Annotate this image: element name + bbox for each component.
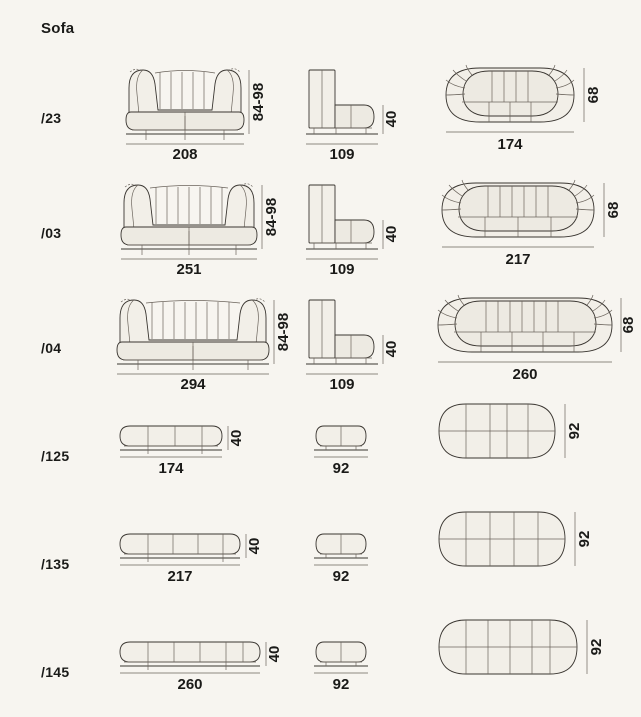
sofa-top-drawing [437, 294, 613, 353]
side-width-value: 109 [329, 376, 354, 393]
top-dimensions: 260 68 [438, 298, 637, 383]
row-code-label: /03 [41, 225, 62, 241]
side-height-value: 40 [383, 341, 400, 358]
side-elevation-view: 92 [296, 501, 426, 609]
side-elevation-view: 92 [296, 393, 426, 501]
side-elevation-view: 92 [296, 609, 426, 717]
top-dimensions: 92 [574, 512, 593, 566]
top-width-value: 260 [512, 366, 537, 383]
front-width-value: 260 [177, 676, 202, 693]
side-width-value: 92 [333, 460, 350, 477]
spec-row: /145 260 [0, 609, 641, 717]
sofa-top-drawing [445, 64, 575, 123]
front-width-value: 217 [167, 568, 192, 585]
pouf-top-drawing [438, 511, 566, 567]
sofa-top-drawing [441, 179, 595, 238]
top-plan-view: 174 68 [432, 48, 637, 163]
front-width-value: 174 [158, 460, 184, 477]
front-dimensions: 294 84-98 [117, 300, 292, 393]
top-depth-value: 68 [620, 317, 637, 334]
top-width-value: 174 [497, 136, 523, 153]
side-width-value: 92 [333, 568, 350, 585]
front-height-value: 40 [228, 430, 245, 447]
sofa-front-drawing [120, 183, 258, 255]
side-dimensions: 109 40 [306, 220, 400, 278]
sofa-front-drawing [125, 68, 245, 140]
front-width-value: 208 [172, 146, 197, 163]
pouf-side-drawing [314, 533, 368, 559]
side-width-value: 109 [329, 146, 354, 163]
sofa-side-drawing [306, 184, 378, 250]
top-depth-value: 68 [605, 202, 622, 219]
top-dimensions: 92 [586, 620, 605, 674]
top-dimensions: 92 [564, 404, 583, 458]
top-depth-value: 92 [566, 423, 583, 440]
front-dimensions: 260 40 [120, 642, 283, 693]
pouf-top-drawing [438, 619, 578, 675]
row-code-label: /135 [41, 556, 70, 572]
spec-table: /23 [0, 48, 641, 717]
front-dimensions: 208 84-98 [126, 70, 267, 163]
top-dimensions: 217 68 [442, 183, 622, 268]
top-plan-view: 92 [432, 501, 637, 609]
front-height-value: 84-98 [275, 313, 292, 351]
side-dimensions: 92 [314, 672, 368, 693]
side-dimensions: 92 [314, 564, 368, 585]
front-height-value: 84-98 [263, 198, 280, 236]
side-elevation-view: 109 40 [296, 48, 426, 163]
pouf-front-drawing [119, 533, 241, 562]
side-width-value: 109 [329, 261, 354, 278]
row-code-label: /145 [41, 664, 70, 680]
top-depth-value: 68 [585, 87, 602, 104]
sofa-side-drawing [306, 299, 378, 365]
spec-row: /04 [0, 278, 641, 393]
front-height-value: 84-98 [250, 83, 267, 121]
front-elevation-view: 217 40 [112, 501, 292, 609]
side-elevation-view: 109 40 [296, 163, 426, 278]
front-dimensions: 217 40 [120, 534, 263, 585]
pouf-side-drawing [314, 641, 368, 667]
top-dimensions: 174 68 [446, 68, 602, 153]
side-width-value: 92 [333, 676, 350, 693]
top-plan-view: 260 68 [432, 278, 637, 393]
front-elevation-view: 260 40 [112, 609, 292, 717]
front-elevation-view: 251 84-98 [112, 163, 292, 278]
side-dimensions: 109 40 [306, 335, 400, 393]
front-width-value: 251 [176, 261, 201, 278]
row-code-label: /125 [41, 448, 70, 464]
front-dimensions: 174 40 [120, 426, 245, 477]
top-width-value: 217 [505, 251, 530, 268]
front-elevation-view: 174 40 [112, 393, 292, 501]
front-height-value: 40 [246, 538, 263, 555]
front-width-value: 294 [180, 376, 206, 393]
side-dimensions: 92 [314, 456, 368, 477]
side-height-value: 40 [383, 226, 400, 243]
side-elevation-view: 109 40 [296, 278, 426, 393]
row-code-label: /23 [41, 110, 62, 126]
top-depth-value: 92 [576, 531, 593, 548]
pouf-top-drawing [438, 403, 556, 459]
spec-row: /03 [0, 163, 641, 278]
spec-row: /135 217 40 [0, 501, 641, 609]
top-plan-view: 217 68 [432, 163, 637, 278]
page-title: Sofa [41, 20, 75, 37]
top-plan-view: 92 [432, 393, 637, 501]
front-elevation-view: 208 84-98 [112, 48, 292, 163]
pouf-front-drawing [119, 641, 261, 670]
pouf-front-drawing [119, 425, 223, 454]
top-depth-value: 92 [588, 639, 605, 656]
side-height-value: 40 [383, 111, 400, 128]
spec-row: /23 [0, 48, 641, 163]
front-dimensions: 251 84-98 [121, 185, 280, 278]
sofa-side-drawing [306, 69, 378, 135]
front-height-value: 40 [266, 646, 283, 663]
pouf-side-drawing [314, 425, 368, 451]
spec-row: /125 174 40 [0, 393, 641, 501]
row-code-label: /04 [41, 340, 62, 356]
top-plan-view: 92 [432, 609, 637, 717]
side-dimensions: 109 40 [306, 105, 400, 163]
sofa-front-drawing [116, 298, 270, 370]
front-elevation-view: 294 84-98 [112, 278, 292, 393]
